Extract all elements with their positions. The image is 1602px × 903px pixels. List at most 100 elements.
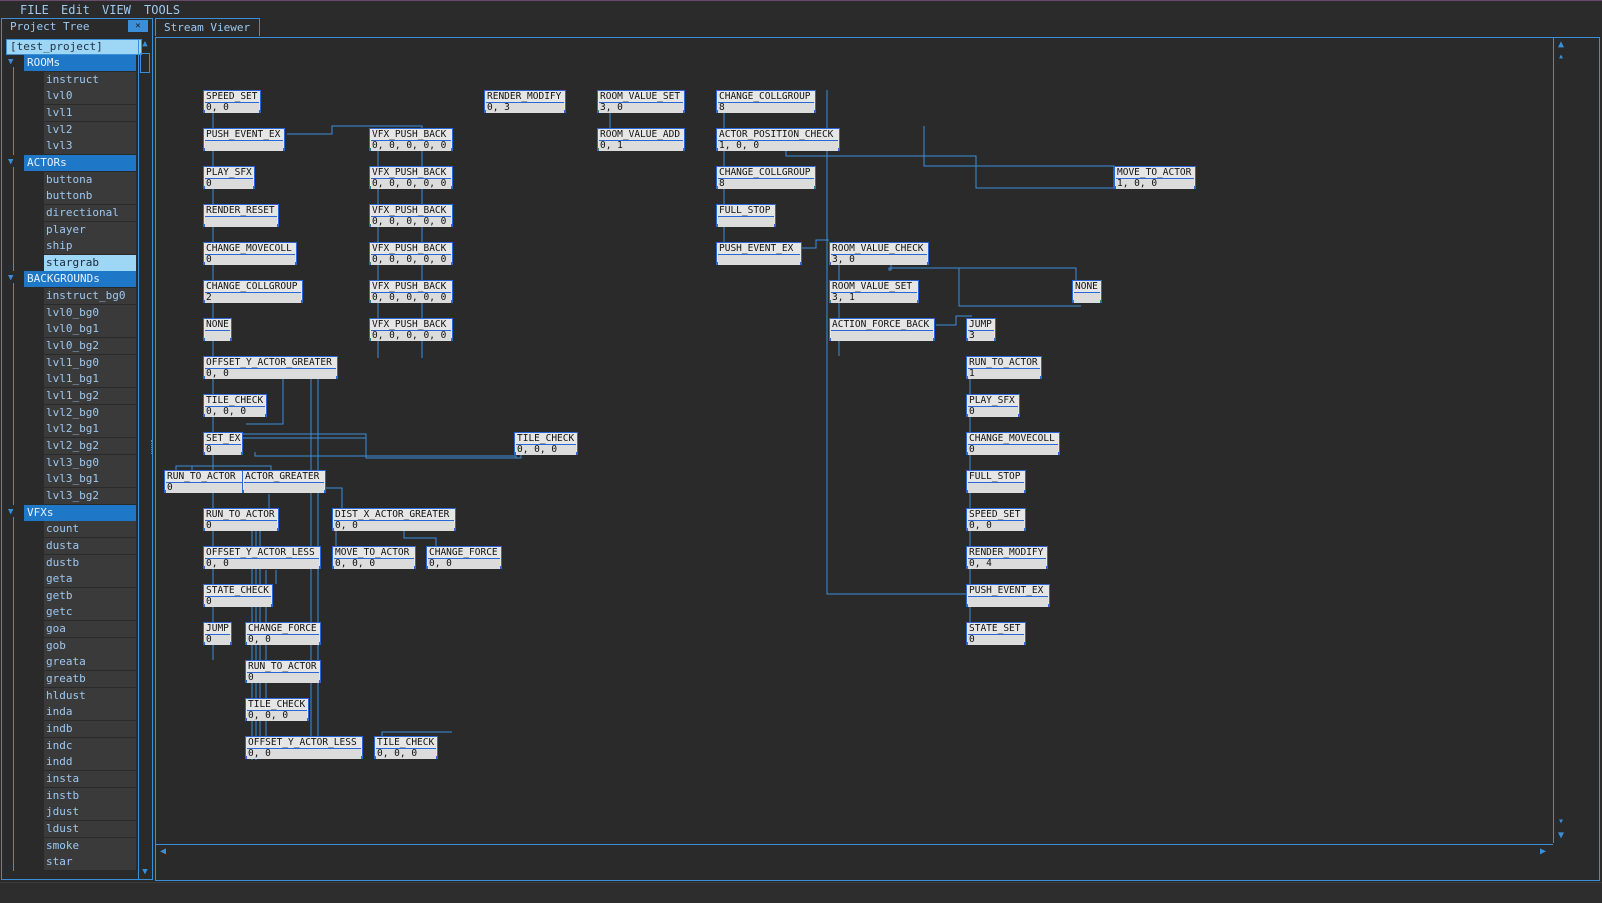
scroll-thumb-icon[interactable]: ▴ bbox=[1557, 51, 1565, 62]
scroll-thumb-end-icon[interactable]: ▾ bbox=[1557, 816, 1565, 827]
tree-item[interactable]: lvl2_bg2 bbox=[44, 437, 136, 454]
tree-item[interactable]: lvl1_bg2 bbox=[44, 388, 136, 404]
tree-item[interactable]: lvl2_bg0 bbox=[44, 404, 136, 421]
graph-node-3[interactable]: RENDER_RESET bbox=[203, 204, 279, 227]
tree-item[interactable]: lvl3_bg1 bbox=[44, 471, 136, 488]
tree-item[interactable]: hldust bbox=[44, 687, 136, 704]
scroll-up-icon[interactable]: ▲ bbox=[1557, 39, 1565, 50]
tree-item[interactable]: lvl0_bg1 bbox=[44, 321, 136, 338]
tree-category-1[interactable]: ACTORs bbox=[24, 154, 136, 171]
tree-item[interactable]: lvl1_bg0 bbox=[44, 354, 136, 371]
graph-node-43[interactable]: NONE bbox=[1072, 280, 1102, 303]
graph-node-11[interactable]: ACTOR_GREATER bbox=[242, 470, 326, 493]
tree-item[interactable]: buttona bbox=[44, 171, 136, 188]
graph-node-48[interactable]: FULL_STOP bbox=[966, 470, 1026, 493]
tree-item[interactable]: dusta bbox=[44, 537, 136, 554]
tree-item[interactable]: lvl1 bbox=[44, 104, 136, 121]
vertical-scrollbar[interactable]: ▲ ▴ ▾ ▼ bbox=[1553, 38, 1568, 843]
tree-item[interactable]: player bbox=[44, 221, 136, 238]
expand-arrow-icon[interactable]: ▼ bbox=[8, 57, 14, 67]
tree-item[interactable]: ldust bbox=[44, 820, 136, 837]
tree-item[interactable]: buttonb bbox=[44, 188, 136, 205]
tree-item[interactable]: lvl3_bg2 bbox=[44, 487, 136, 504]
tree-item[interactable]: getc bbox=[44, 604, 136, 621]
tree-item[interactable]: lvl2_bg1 bbox=[44, 421, 136, 438]
menu-tools[interactable]: TOOLS bbox=[144, 3, 181, 17]
panel-close-icon[interactable]: ✕ bbox=[128, 20, 148, 32]
scroll-up-icon[interactable]: ▲ bbox=[142, 39, 148, 49]
tab-stream-viewer[interactable]: Stream Viewer bbox=[155, 18, 260, 36]
horizontal-scrollbar[interactable]: ◀ ▶ bbox=[156, 844, 1553, 859]
tree-item[interactable]: greatb bbox=[44, 671, 136, 688]
expand-arrow-icon[interactable]: ▼ bbox=[8, 156, 14, 167]
tree-item[interactable]: stargrab bbox=[44, 254, 136, 271]
tree-item[interactable]: lvl3 bbox=[44, 138, 136, 155]
tree-item[interactable]: indd bbox=[44, 754, 136, 771]
graph-node-1[interactable]: PUSH_EVENT_EX bbox=[203, 128, 285, 151]
tree-item[interactable]: lvl0_bg2 bbox=[44, 338, 136, 355]
tree-item[interactable]: lvl1_bg1 bbox=[44, 371, 136, 388]
expand-arrow-icon[interactable]: ▼ bbox=[8, 506, 14, 517]
scroll-right-icon[interactable]: ▶ bbox=[1539, 846, 1547, 857]
menu-view[interactable]: VIEW bbox=[102, 3, 131, 17]
tree-item[interactable]: instb bbox=[44, 787, 136, 804]
scroll-left-icon[interactable]: ◀ bbox=[159, 846, 167, 857]
graph-node-37[interactable]: FULL_STOP bbox=[716, 204, 776, 227]
tree-item[interactable]: smoke bbox=[44, 837, 136, 854]
tree-item[interactable]: goa bbox=[44, 621, 136, 638]
tree-item[interactable]: instruct bbox=[44, 71, 136, 88]
graph-node-6[interactable]: NONE bbox=[203, 318, 232, 341]
menu-edit[interactable]: Edit bbox=[61, 3, 90, 17]
tree-item[interactable]: dustb bbox=[44, 554, 136, 571]
tree-item[interactable]: lvl0 bbox=[44, 88, 136, 105]
tree-category-2[interactable]: BACKGROUNDs bbox=[24, 271, 136, 288]
tree-item[interactable]: geta bbox=[44, 571, 136, 588]
tree-item[interactable]: insta bbox=[44, 770, 136, 787]
tree-item[interactable]: inda bbox=[44, 704, 136, 721]
tree-category-0[interactable]: ROOMs bbox=[24, 55, 136, 71]
tree-item[interactable]: ship bbox=[44, 238, 136, 255]
graph-node-38[interactable]: PUSH_EVENT_EX bbox=[716, 242, 802, 265]
scroll-down-icon[interactable]: ▼ bbox=[142, 867, 148, 877]
scroll-down-icon[interactable]: ▼ bbox=[1557, 830, 1565, 841]
tree-item[interactable]: count bbox=[44, 521, 136, 538]
tree-item[interactable]: indc bbox=[44, 737, 136, 754]
tree-item[interactable]: lvl2 bbox=[44, 121, 136, 138]
tree-category-3[interactable]: VFXs bbox=[24, 504, 136, 521]
